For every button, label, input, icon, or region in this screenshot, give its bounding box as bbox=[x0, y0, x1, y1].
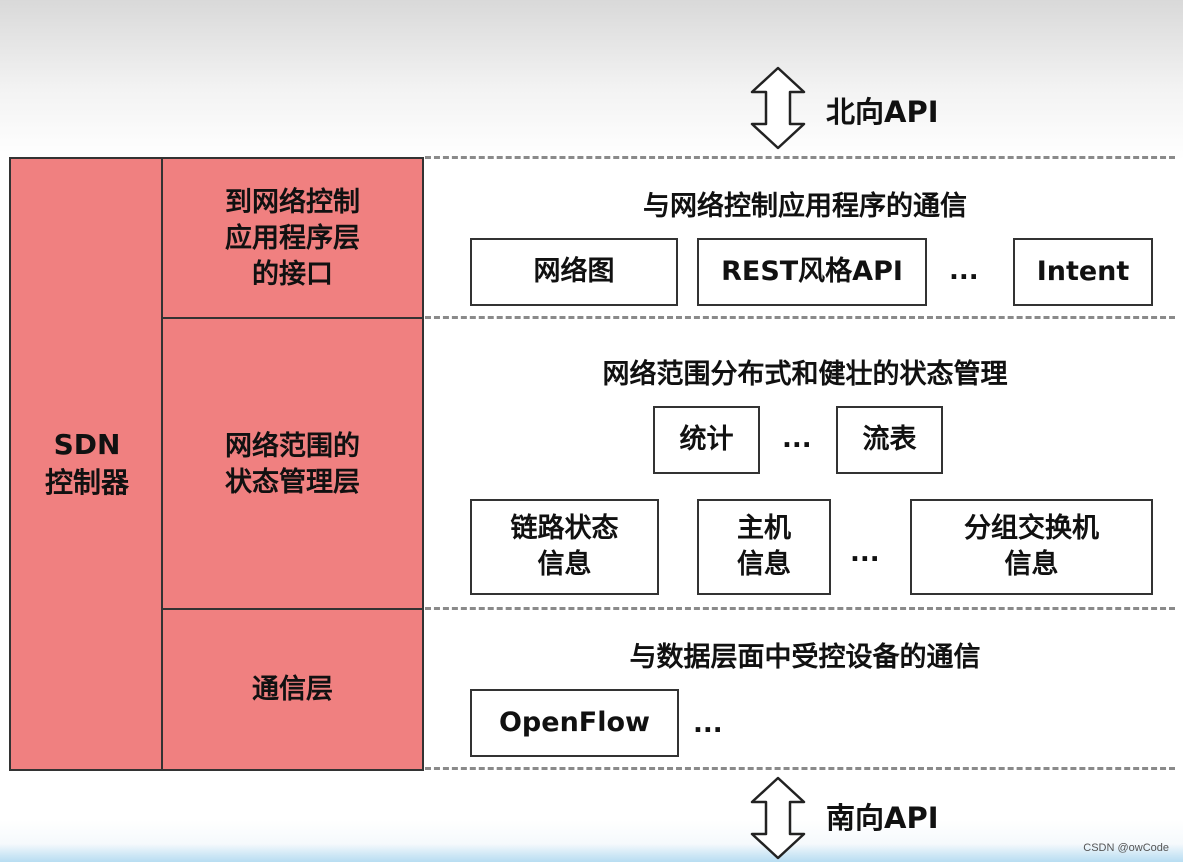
openflow-box: OpenFlow bbox=[470, 689, 679, 757]
comm-layer-label: 通信层 bbox=[252, 673, 333, 705]
state-layer-box: 网络范围的 状态管理层 bbox=[161, 317, 424, 612]
south-api-label: 南向API bbox=[826, 801, 939, 835]
switch-info-box: 分组交换机 信息 bbox=[910, 499, 1153, 595]
link-state-info-box: 链路状态 信息 bbox=[470, 499, 659, 595]
separator-bottom bbox=[425, 767, 1175, 770]
state-mgmt-title: 网络范围分布式和健壮的状态管理 bbox=[602, 359, 1008, 390]
statistics-box: 统计 bbox=[653, 406, 760, 474]
sdn-controller-label: SDN 控制器 bbox=[44, 428, 129, 499]
interface-layer-label: 到网络控制 应用程序层 的接口 bbox=[225, 187, 360, 290]
sdn-controller-block: SDN 控制器 bbox=[9, 157, 165, 771]
separator-1 bbox=[425, 316, 1175, 319]
state-row2-ellipsis: ... bbox=[850, 538, 880, 568]
comm-layer-box: 通信层 bbox=[161, 608, 424, 771]
north-api-label: 北向API bbox=[826, 95, 939, 129]
host-info-box: 主机 信息 bbox=[697, 499, 831, 595]
flow-table-box: 流表 bbox=[836, 406, 943, 474]
intent-box: Intent bbox=[1013, 238, 1153, 306]
separator-2 bbox=[425, 607, 1175, 610]
bottom-water-band bbox=[0, 844, 1183, 862]
rest-api-box: REST风格API bbox=[697, 238, 927, 306]
separator-top bbox=[425, 156, 1175, 159]
device-comm-title: 与数据层面中受控设备的通信 bbox=[629, 642, 981, 673]
app-comm-title: 与网络控制应用程序的通信 bbox=[643, 191, 967, 222]
device-comm-ellipsis: ... bbox=[693, 709, 723, 739]
south-api-arrow-icon bbox=[750, 776, 806, 860]
watermark: CSDN @owCode bbox=[1083, 842, 1169, 854]
network-graph-box: 网络图 bbox=[470, 238, 678, 306]
interface-layer-box: 到网络控制 应用程序层 的接口 bbox=[161, 157, 424, 321]
app-comm-ellipsis: ... bbox=[949, 256, 979, 286]
state-layer-label: 网络范围的 状态管理层 bbox=[225, 430, 360, 498]
north-api-arrow-icon bbox=[750, 66, 806, 150]
state-row1-ellipsis: ... bbox=[782, 424, 812, 454]
